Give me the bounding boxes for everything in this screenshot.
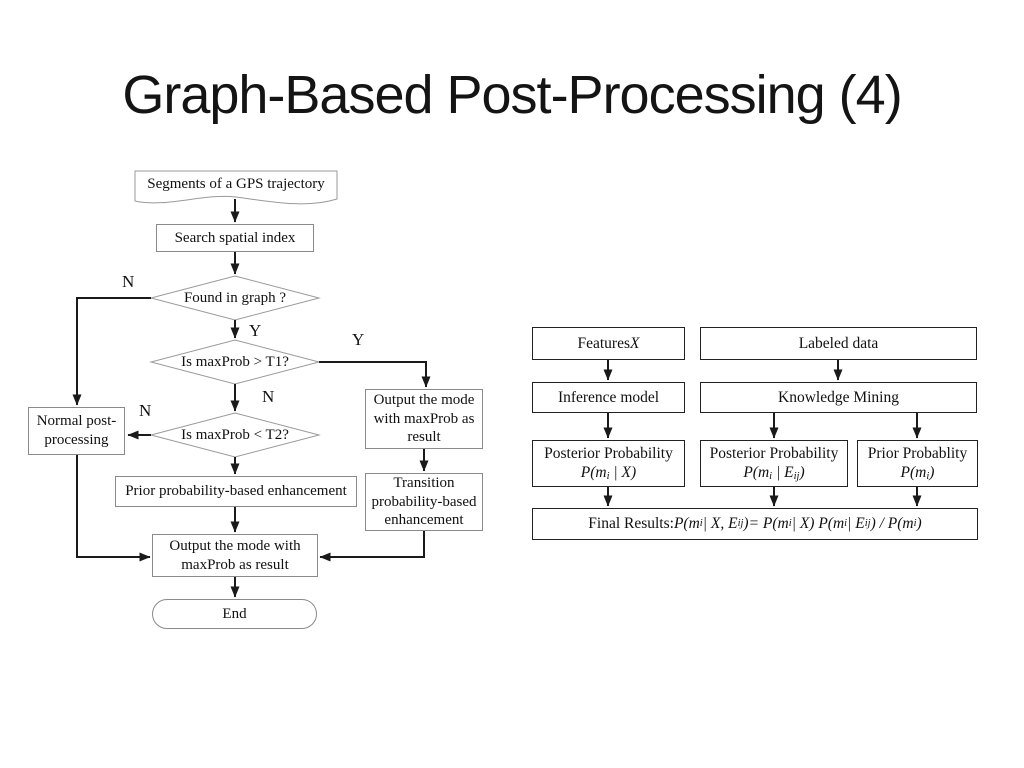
search-spatial-index-node: Search spatial index [156, 224, 314, 252]
end-node: End [152, 599, 317, 629]
output-mode-bottom-node: Output the mode with maxProb as result [152, 534, 318, 577]
normal-post-processing-node: Normal post- processing [28, 407, 125, 455]
decision-t2-label: Is maxProb < T2? [181, 426, 289, 443]
decision-found-label: Found in graph ? [183, 289, 287, 306]
branch-label-found-n: N [122, 272, 135, 291]
bayes-arrows [603, 360, 922, 507]
page-title: Graph-Based Post-Processing (4) [122, 65, 902, 125]
posterior-x-node: Posterior Probability P(mi | X) [532, 440, 685, 487]
connector-transition-to-output-bottom [319, 531, 425, 562]
labeled-data-node: Labeled data [700, 327, 977, 360]
posterior-e-node: Posterior Probability P(mi | Eij) [700, 440, 848, 487]
output-mode-right-node: Output the mode with maxProb as result [365, 389, 483, 449]
transition-enhancement-node: Transition probability-based enhancement [365, 473, 483, 531]
branch-label-found-y: Y [249, 321, 262, 340]
connector-normal-to-output-bottom [76, 455, 151, 562]
branch-label-t1-n: N [262, 387, 275, 406]
branch-label-t2-n: N [139, 401, 152, 420]
knowledge-mining-node: Knowledge Mining [700, 382, 977, 413]
branch-label-t1-y: Y [352, 330, 365, 349]
prior-probability-node: Prior Probablity P(mi) [857, 440, 978, 487]
prior-enhancement-node: Prior probability-based enhancement [115, 476, 357, 507]
segments-document-node: Segments of a GPS trajectory [147, 175, 325, 192]
decision-t1-label: Is maxProb > T1? [181, 353, 289, 370]
features-node: Features X [532, 327, 685, 360]
document-shape [134, 170, 338, 205]
inference-model-node: Inference model [532, 382, 685, 413]
connector-found-n-to-normal [72, 297, 151, 406]
connector-t1-y-to-output-right [319, 361, 431, 388]
flowchart-arrows [72, 199, 431, 598]
